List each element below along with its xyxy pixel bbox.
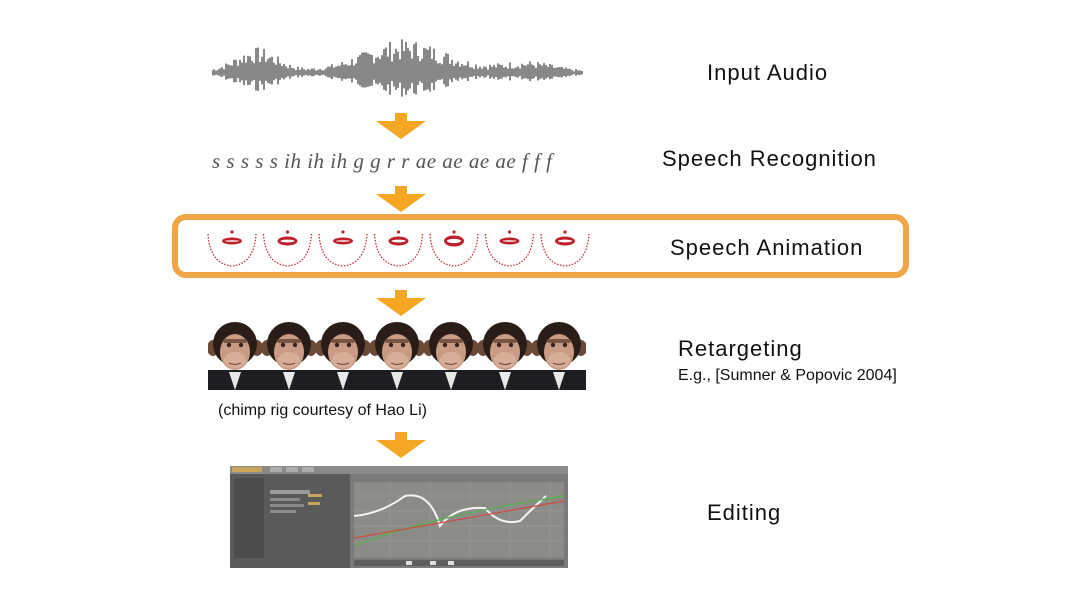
label-editing: Editing — [707, 500, 781, 526]
mouth-shape — [430, 230, 478, 266]
chimp-face — [369, 322, 425, 390]
chimp-face — [208, 322, 263, 390]
chimp-face — [423, 322, 479, 390]
label-input-audio: Input Audio — [707, 60, 828, 86]
chimp-face — [531, 322, 586, 390]
mouth-shape — [264, 230, 312, 266]
label-speech-animation: Speech Animation — [670, 235, 863, 261]
chimp-faces-row — [208, 322, 586, 390]
mouth-shape — [541, 230, 589, 266]
chimp-face — [315, 322, 371, 390]
curve-editor-screenshot — [230, 466, 568, 568]
label-speech-recognition: Speech Recognition — [662, 146, 877, 172]
chimp-credit: (chimp rig courtesy of Hao Li) — [218, 402, 427, 420]
mouth-shape — [375, 230, 423, 266]
label-retargeting: Retargeting — [678, 336, 803, 362]
mouth-shape — [319, 230, 367, 266]
mouth-shape — [486, 230, 534, 266]
mouth-shape — [208, 230, 256, 266]
retargeting-reference: E.g., [Sumner & Popovic 2004] — [678, 367, 897, 385]
down-arrow-icon — [376, 290, 426, 316]
audio-waveform — [212, 35, 584, 107]
chimp-face — [477, 322, 533, 390]
down-arrow-icon — [376, 113, 426, 139]
phoneme-sequence: s s s s s ih ih ih g g r r ae ae ae ae f… — [212, 149, 553, 174]
mouth-shapes-row — [205, 226, 590, 270]
down-arrow-icon — [376, 186, 426, 212]
chimp-face — [261, 322, 317, 390]
down-arrow-icon — [376, 432, 426, 458]
